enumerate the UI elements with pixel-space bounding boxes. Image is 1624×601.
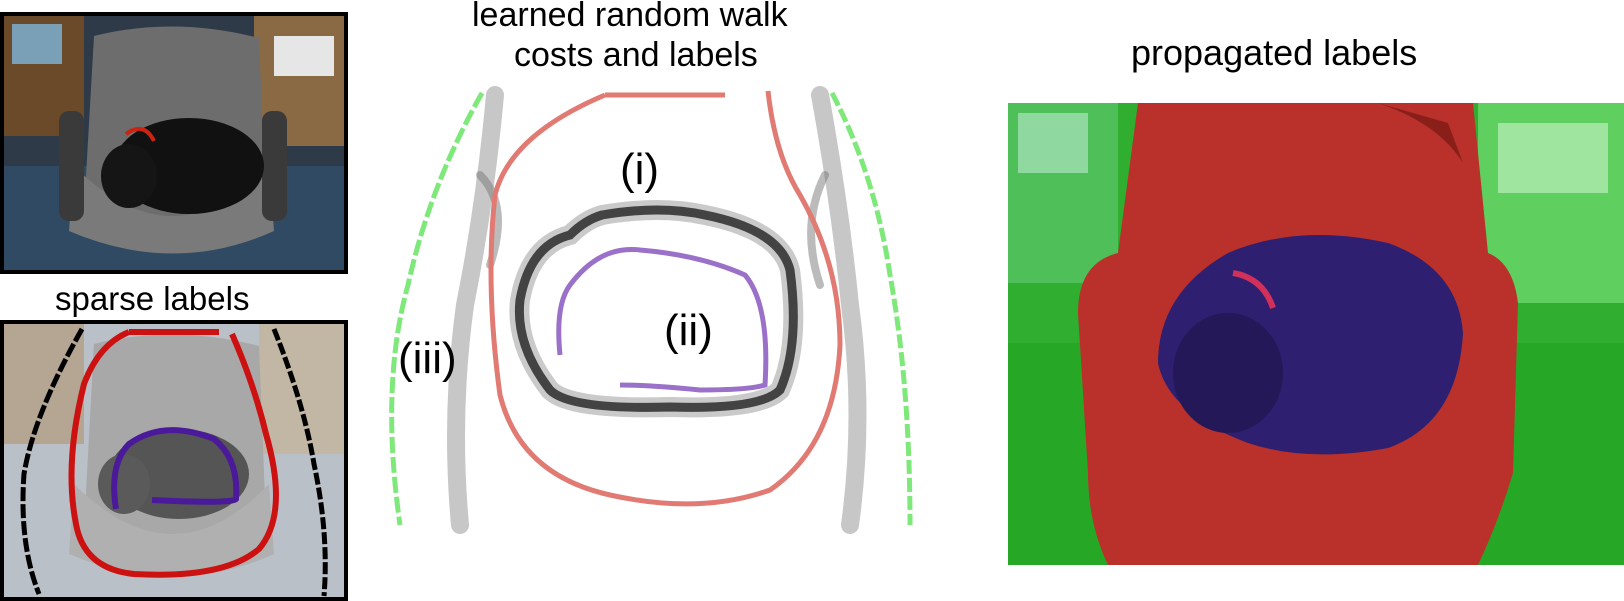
segmented-photo-icon xyxy=(1008,103,1624,565)
sparse-scribbles-photo-icon xyxy=(4,324,344,597)
learned-title-line2: costs and labels xyxy=(514,36,758,74)
region-ii-label: (ii) xyxy=(664,306,713,355)
cost-green-right xyxy=(829,91,913,526)
cost-green-left xyxy=(389,91,485,526)
region-i-label: (i) xyxy=(620,145,660,194)
propagated-labels-panel xyxy=(1008,103,1624,565)
learned-cost-map xyxy=(389,86,913,534)
learned-title-line1: learned random walk xyxy=(472,0,788,34)
dog-chair-photo-icon xyxy=(4,16,344,270)
original-photo-panel xyxy=(0,12,348,274)
sparse-labels-panel xyxy=(0,320,348,601)
sparse-labels-caption: sparse labels xyxy=(55,280,250,317)
propagated-labels-caption: propagated labels xyxy=(1131,32,1418,73)
region-iii-label: (iii) xyxy=(398,334,457,383)
